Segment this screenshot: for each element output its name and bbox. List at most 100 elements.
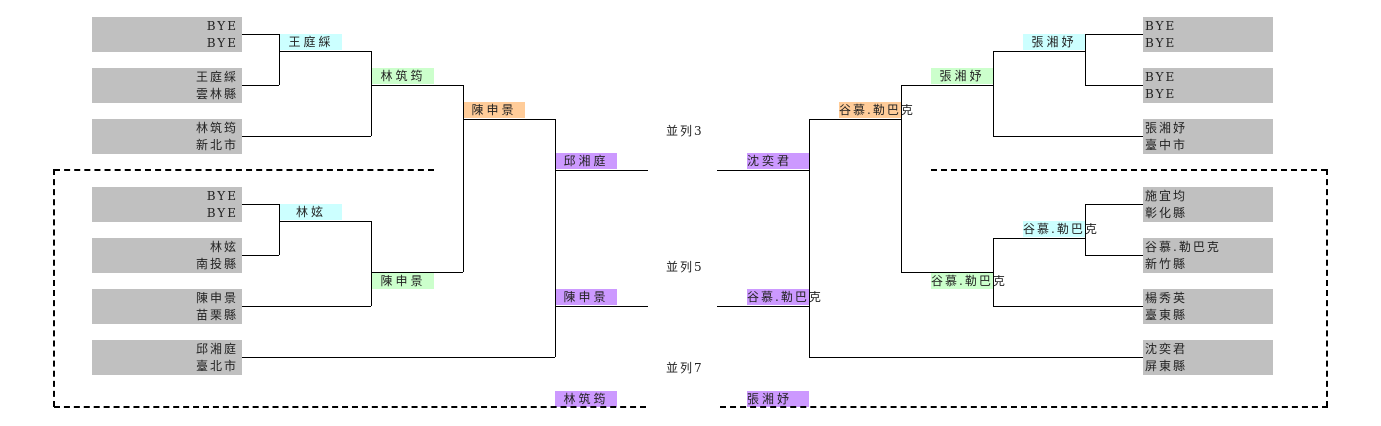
- right-entry-6: 楊秀英 臺東縣: [1143, 289, 1273, 324]
- entry-name: 邱湘庭: [195, 342, 238, 356]
- bracket-line: [1085, 34, 1086, 85]
- bracket-line: [279, 51, 371, 52]
- dashed-border: [931, 169, 1327, 171]
- bracket-line: [993, 51, 994, 136]
- right-round1-winner-2: 谷慕.勒巴克: [1023, 221, 1099, 237]
- left-entry-5: 林妶 南投縣: [92, 238, 242, 273]
- entry-region: BYE: [1145, 36, 1177, 50]
- left-entry-7: 邱湘庭 臺北市: [92, 340, 242, 375]
- dashed-border: [1326, 169, 1328, 407]
- entry-region: 屏東縣: [1145, 359, 1188, 373]
- bracket-line: [463, 119, 555, 120]
- bracket-line: [371, 51, 372, 136]
- bracket-line: [993, 306, 1143, 307]
- entry-name: BYE: [1145, 19, 1177, 33]
- bracket-line: [463, 85, 464, 272]
- entry-name: BYE: [206, 19, 238, 33]
- bracket-line: [993, 136, 1143, 137]
- left-round1-winner-2: 林妶: [280, 204, 342, 220]
- right-round2-winner-2: 谷慕.勒巴克: [931, 273, 1007, 289]
- right-entry-1: BYE BYE: [1143, 17, 1273, 52]
- right-entry-3: 張湘妤 臺中市: [1143, 119, 1273, 154]
- bracket-line: [242, 136, 371, 137]
- right-round1-winner-1: 張湘妤: [1023, 34, 1085, 50]
- entry-region: 新竹縣: [1145, 257, 1188, 271]
- entry-region: 苗栗縣: [195, 308, 238, 322]
- bracket-line: [1085, 85, 1143, 86]
- entry-name: 林筑筠: [195, 121, 238, 135]
- entry-region: 臺北市: [195, 359, 238, 373]
- bracket-line: [371, 221, 372, 306]
- bracket-line: [279, 34, 280, 85]
- right-lower-finalist: 谷慕.勒巴克: [747, 289, 823, 305]
- entry-region: 彰化縣: [1145, 206, 1188, 220]
- left-finalist: 邱湘庭: [555, 153, 617, 169]
- bracket-line: [901, 85, 993, 86]
- right-entry-4: 施宜均 彰化縣: [1143, 187, 1273, 222]
- bracket-line: [242, 255, 279, 256]
- bracket-line: [555, 170, 648, 171]
- bracket-line: [279, 204, 280, 255]
- left-entry-2: 王庭綵 雲林縣: [92, 68, 242, 103]
- dashed-border: [54, 406, 646, 408]
- right-entry-5: 谷慕.勒巴克 新竹縣: [1143, 238, 1273, 273]
- right-entry-2: BYE BYE: [1143, 68, 1273, 103]
- left-third-place-entry: 林筑筠: [555, 391, 617, 407]
- left-round1-winner-1: 王庭綵: [280, 34, 342, 50]
- dashed-border: [720, 406, 1328, 408]
- bracket-line: [1085, 204, 1143, 205]
- left-round2-winner-1: 林筑筠: [372, 68, 434, 84]
- tie-note-5: 並列5: [666, 260, 704, 274]
- bracket-line: [717, 306, 809, 307]
- left-semifinal-winner: 陳申景: [463, 102, 525, 118]
- bracket-line: [279, 221, 371, 222]
- bracket-line: [1085, 255, 1143, 256]
- entry-name: 施宜均: [1145, 189, 1188, 203]
- bracket-line: [242, 357, 555, 358]
- bracket-line: [993, 238, 1085, 239]
- entry-region: BYE: [1145, 87, 1177, 101]
- bracket-line: [901, 85, 902, 272]
- left-entry-1: BYE BYE: [92, 17, 242, 52]
- left-round2-winner-2: 陳申景: [372, 273, 434, 289]
- left-entry-6: 陳申景 苗栗縣: [92, 289, 242, 324]
- entry-name: 沈奕君: [1145, 342, 1188, 356]
- entry-region: 新北市: [195, 138, 238, 152]
- tie-note-3: 並列3: [666, 124, 704, 138]
- bracket-line: [809, 357, 1143, 358]
- entry-name: 谷慕.勒巴克: [1145, 240, 1221, 254]
- right-round2-winner-1: 張湘妤: [931, 68, 993, 84]
- bracket-line: [993, 51, 1085, 52]
- entry-region: 臺中市: [1145, 138, 1188, 152]
- entry-name: BYE: [206, 189, 238, 203]
- bracket-line: [371, 272, 463, 273]
- bracket-line: [242, 85, 279, 86]
- entry-name: 林妶: [209, 240, 238, 254]
- bracket-line: [242, 306, 371, 307]
- bracket-line: [242, 204, 279, 205]
- tie-note-7: 並列7: [666, 361, 704, 375]
- entry-name: BYE: [1145, 70, 1177, 84]
- right-finalist: 沈奕君: [747, 153, 809, 169]
- bracket-line: [993, 238, 994, 306]
- bracket-line: [1085, 204, 1086, 255]
- entry-region: 南投縣: [195, 257, 238, 271]
- entry-region: BYE: [206, 36, 238, 50]
- right-third-place-entry: 張湘妤: [747, 391, 809, 407]
- bracket-line: [242, 34, 279, 35]
- entry-region: 雲林縣: [195, 87, 238, 101]
- bracket-line: [555, 119, 556, 357]
- entry-name: 楊秀英: [1145, 291, 1188, 305]
- bracket-line: [555, 306, 648, 307]
- bracket-line: [371, 85, 463, 86]
- dashed-border: [54, 169, 434, 171]
- entry-name: 張湘妤: [1145, 121, 1188, 135]
- bracket-line: [1085, 34, 1143, 35]
- entry-name: 王庭綵: [195, 70, 238, 84]
- left-lower-finalist: 陳申景: [555, 289, 617, 305]
- entry-region: BYE: [206, 206, 238, 220]
- right-semifinal-winner: 谷慕.勒巴克: [839, 102, 915, 118]
- entry-region: 臺東縣: [1145, 308, 1188, 322]
- left-entry-3: 林筑筠 新北市: [92, 119, 242, 154]
- entry-name: 陳申景: [195, 291, 238, 305]
